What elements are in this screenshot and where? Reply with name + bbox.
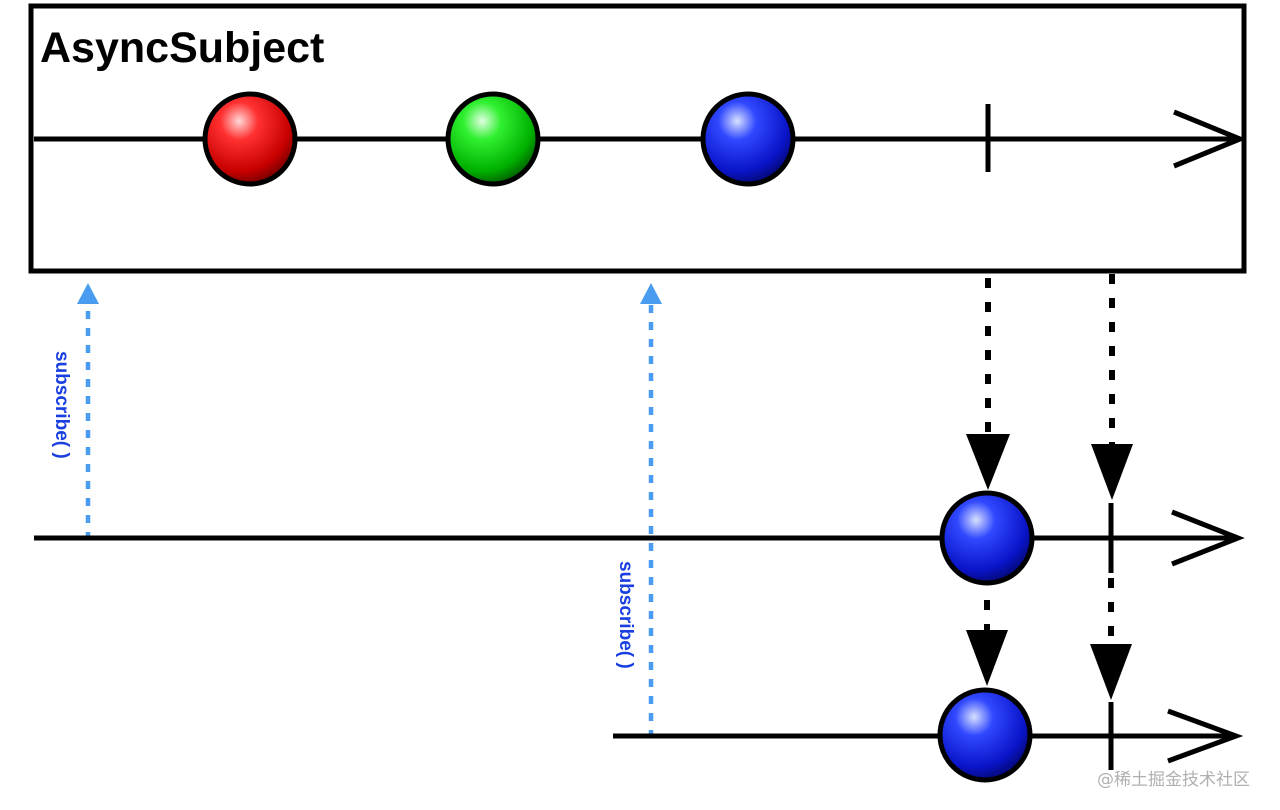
subscribe-arrow-1	[77, 283, 99, 540]
green-marble	[445, 91, 541, 187]
completion-arrow-1	[1091, 274, 1133, 500]
subscribe-label-1: subscribe( )	[51, 351, 72, 459]
subscribe-arrow-2	[640, 283, 662, 738]
subscriber-2-blue-marble	[937, 687, 1033, 783]
emission-arrow-blue-1	[966, 278, 1010, 490]
subscribe-arrowhead-2	[640, 283, 662, 304]
emission-arrow-blue-2	[966, 600, 1008, 686]
completion-arrow-2	[1090, 578, 1132, 700]
source-timeline	[34, 91, 1247, 187]
subscriber-timeline-1-arrowhead	[1171, 509, 1245, 567]
subscriber-1-blue-marble	[939, 490, 1035, 586]
subscriber-timeline-1	[34, 490, 1245, 586]
subscribe-arrowhead-1	[77, 283, 99, 304]
red-marble	[202, 91, 298, 187]
subscribe-label-2: subscribe( )	[615, 561, 636, 669]
subscriber-timeline-2-arrowhead	[1167, 708, 1244, 764]
subscriber-timeline-2	[613, 687, 1244, 783]
watermark: @稀土掘金技术社区	[1097, 770, 1250, 790]
diagram-title: AsyncSubject	[40, 24, 324, 72]
blue-marble	[700, 91, 796, 187]
source-timeline-arrowhead	[1173, 109, 1247, 169]
